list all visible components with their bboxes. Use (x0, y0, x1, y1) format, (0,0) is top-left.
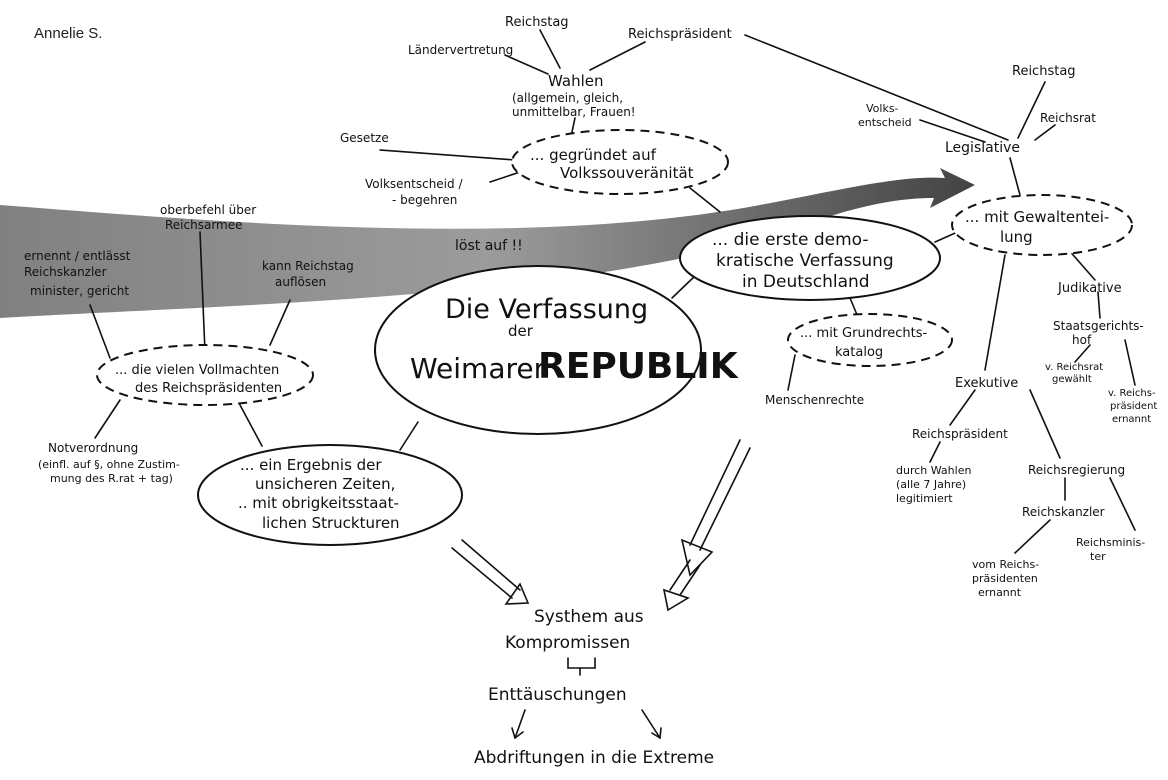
grundrechte-child: Menschenrechte (765, 393, 864, 407)
center-line-2: der (508, 322, 534, 340)
gewalten-line-1: ... mit Gewaltentei- (965, 208, 1109, 226)
bottom-enttaeuschungen: Enttäuschungen (488, 685, 627, 705)
judikative-label: Judikative (1057, 281, 1122, 296)
center-line-1: Die Verfassung (445, 294, 648, 325)
vollmachten-ernennt-2: Reichskanzler (24, 265, 107, 279)
ergebnis-line-4: lichen Struckturen (262, 514, 400, 532)
vollmachten-kann-2: auflösen (275, 275, 326, 289)
legislative-volks-1: Volks- (866, 102, 899, 115)
vollmachten-oberbefehl-2: Reichsarmee (165, 218, 243, 232)
bottom-system-2: Kompromissen (505, 633, 630, 653)
result-node (197, 444, 463, 546)
vollmachten-ernennt-1: ernennt / entlässt (24, 249, 131, 263)
judikative-rp-2: präsident (1110, 401, 1157, 412)
exekutive-vom-2: präsidenten (972, 572, 1038, 585)
judikative-rr-1: v. Reichsrat (1045, 362, 1103, 373)
legislative-label: Legislative (945, 140, 1020, 156)
vollmachten-kann-1: kann Reichstag (262, 259, 354, 273)
ergebnis-line-1: ... ein Ergebnis der (240, 456, 382, 474)
judikative-rr-2: gewählt (1052, 374, 1092, 385)
legislative-volks-2: entscheid (858, 116, 912, 129)
bottom-system-1: Systhem aus (534, 607, 644, 627)
legislative-reichsrat: Reichsrat (1040, 111, 1096, 125)
powers-of-president-node (96, 344, 314, 406)
exekutive-rp: Reichspräsident (912, 427, 1008, 441)
vollmachten-line-2: des Reichspräsidenten (135, 381, 282, 396)
label-volksentscheid-1: Volksentscheid / (365, 177, 463, 191)
center-title: Die Verfassung der Weimarer REPUBLIK (410, 294, 739, 387)
wahlen-line-3: unmittelbar, Frauen! (512, 105, 636, 119)
vollmachten-ernennt-3: minister, gericht (30, 284, 129, 298)
demo-line-2: kratische Verfassung (716, 251, 894, 271)
label-laendervertretung: Ländervertretung (408, 43, 513, 57)
center-node (374, 265, 702, 435)
judikative-rp-3: ernannt (1112, 414, 1151, 425)
exekutive-minister-1: Reichsminis- (1076, 536, 1145, 549)
exekutive-wahl-1: durch Wahlen (896, 464, 971, 477)
vollmachten-notv-1: Notverordnung (48, 441, 138, 455)
ergebnis-line-3: .. mit obrigkeitsstaat- (238, 494, 399, 512)
wahlen-line-2: (allgemein, gleich, (512, 91, 623, 105)
label-reichspraesident-top: Reichspräsident (628, 27, 732, 42)
separation-of-powers-node (951, 194, 1133, 256)
hollow-arrows (451, 439, 751, 612)
label-gesetze: Gesetze (340, 131, 389, 145)
grundrechte-line-1: ... mit Grundrechts- (800, 326, 927, 341)
exekutive-label: Exekutive (955, 376, 1018, 391)
legislative-reichstag: Reichstag (1012, 64, 1076, 79)
gewalten-line-2: lung (1000, 228, 1033, 246)
exekutive-minister-2: ter (1090, 550, 1106, 563)
label-volksentscheid-2: - begehren (392, 193, 457, 207)
demo-line-1: ... die erste demo- (712, 230, 869, 250)
judikative-rp-1: v. Reichs- (1108, 388, 1156, 399)
vollmachten-line-1: ... die vielen Vollmachten (115, 363, 279, 378)
judikative-sg-1: Staatsgerichts- (1053, 319, 1144, 333)
first-democratic-node (679, 215, 941, 301)
vollmachten-oberbefehl-1: oberbefehl über (160, 203, 256, 217)
wahlen-line-1: Wahlen (548, 72, 603, 90)
exekutive-vom-3: ernannt (978, 586, 1022, 599)
exekutive-kanzler: Reichskanzler (1022, 505, 1105, 519)
grundrechte-line-2: katalog (835, 345, 883, 360)
author-name: Annelie S. (34, 25, 102, 42)
exekutive-wahl-3: legitimiert (896, 492, 953, 505)
label-reichstag-top: Reichstag (505, 15, 569, 30)
arrow-label: löst auf !! (455, 238, 523, 254)
ergebnis-line-2: unsicheren Zeiten, (255, 475, 395, 493)
dissolve-arrow (0, 168, 975, 318)
exekutive-regierung: Reichsregierung (1028, 463, 1125, 477)
vollmachten-notv-2: (einfl. auf §, ohne Zustim- (38, 458, 180, 471)
volkssouv-line-1: ... gegründet auf (530, 146, 657, 164)
exekutive-wahl-2: (alle 7 Jahre) (896, 478, 966, 491)
judikative-sg-2: hof (1072, 333, 1092, 347)
basic-rights-node (787, 313, 953, 367)
vollmachten-notv-3: mung des R.rat + tag) (50, 472, 173, 485)
demo-line-3: in Deutschland (742, 272, 870, 292)
center-line-3-emphasis: REPUBLIK (538, 346, 739, 387)
popular-sovereignty-node (511, 129, 729, 195)
center-line-3-prefix: Weimarer (410, 352, 546, 385)
bottom-abdriftungen: Abdriftungen in die Extreme (474, 748, 714, 768)
exekutive-vom-1: vom Reichs- (972, 558, 1039, 571)
volkssouv-line-2: Volkssouveränität (560, 164, 694, 182)
